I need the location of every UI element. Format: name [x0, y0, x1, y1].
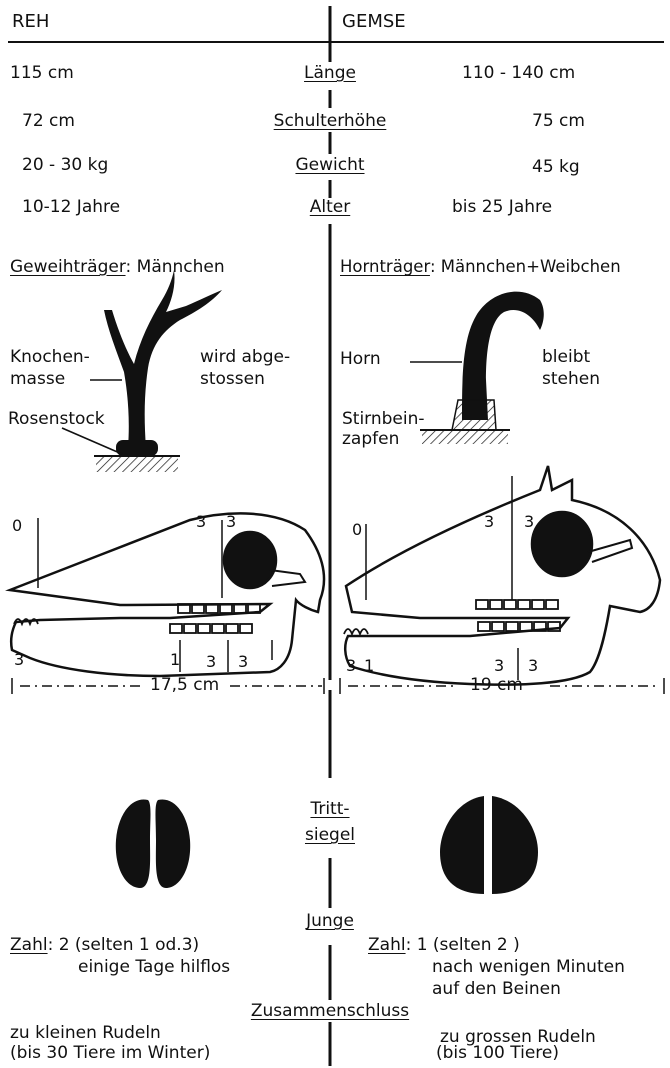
gemse-dental-incisor-top: 0 — [352, 520, 362, 539]
reh-dental-molar-top: 3 — [226, 512, 236, 531]
gemse-weight: 45 kg — [532, 158, 580, 178]
antler-shed-label-2: stossen — [200, 370, 265, 390]
reh-young-line2: einige Tage hilflos — [78, 958, 230, 978]
gemse-dental-premolar-top: 3 — [484, 512, 494, 531]
label-weight: Gewicht — [260, 156, 400, 176]
reh-dental-canine-bottom: 1 — [170, 650, 180, 669]
antler-pedicle-label: Rosenstock — [8, 410, 105, 430]
antler-bone-label-1: Knochen- — [10, 348, 90, 368]
gemse-track — [440, 796, 538, 894]
gemse-shoulder: 75 cm — [532, 112, 585, 132]
horn-core-label-2: zapfen — [342, 430, 399, 450]
gemse-dental-molar-bottom: 3 — [528, 656, 538, 675]
young-title: Junge — [290, 912, 370, 932]
reh-dental-premolar-top: 3 — [196, 512, 206, 531]
horn-label: Horn — [340, 350, 381, 370]
tracks-label-2: siegel — [295, 826, 365, 846]
reh-age: 10-12 Jahre — [22, 198, 120, 218]
gemse-young-line1: Zahl: 1 (selten 2 ) — [368, 936, 520, 956]
reh-social-line2: (bis 30 Tiere im Winter) — [10, 1044, 210, 1064]
label-length: Länge — [260, 64, 400, 84]
reh-young-line1: Zahl: 2 (selten 1 od.3) — [10, 936, 199, 956]
reh-dental-incisor-bottom: 3 — [14, 650, 24, 669]
label-age: Alter — [260, 198, 400, 218]
reh-skull-drawing — [10, 513, 324, 676]
header-reh: REH — [12, 12, 49, 33]
antler-bone-label-2: masse — [10, 370, 65, 390]
antler-shed-label-1: wird abge- — [200, 348, 290, 368]
social-title: Zusammenschluss — [228, 1002, 432, 1022]
reh-skull-length: 17,5 cm — [150, 676, 219, 696]
gemse-young-line2: nach wenigen Minuten — [432, 958, 625, 978]
horn-core-label-1: Stirnbein- — [342, 410, 425, 430]
horn-drawing — [410, 292, 544, 444]
gemse-dental-molar-top: 3 — [524, 512, 534, 531]
reh-dental-incisor-top: 0 — [12, 516, 22, 535]
horn-stays-label-1: bleibt — [542, 348, 590, 368]
gemse-age: bis 25 Jahre — [452, 198, 552, 218]
gemse-social-line2: (bis 100 Tiere) — [436, 1044, 559, 1064]
gemse-skull-drawing — [345, 466, 660, 685]
reh-shoulder: 72 cm — [22, 112, 75, 132]
gemse-dental-premolar-bottom: 3 — [494, 656, 504, 675]
label-shoulder: Schulterhöhe — [250, 112, 410, 132]
reh-track — [116, 799, 190, 888]
gemse-skull-length: 19 cm — [470, 676, 523, 696]
reh-length: 115 cm — [10, 64, 74, 84]
horn-stays-label-2: stehen — [542, 370, 600, 390]
gemse-dental-incisor-bottom: 3 — [346, 656, 356, 675]
gemse-young-line3: auf den Beinen — [432, 980, 561, 1000]
antler-title: Geweihträger: Männchen — [10, 258, 225, 278]
reh-dental-molar-bottom: 3 — [238, 652, 248, 671]
reh-weight: 20 - 30 kg — [22, 156, 108, 176]
header-gemse: GEMSE — [342, 12, 406, 33]
gemse-dental-canine-bottom: 1 — [364, 656, 374, 675]
antler-drawing — [62, 270, 222, 472]
tracks-label-1: Tritt- — [295, 800, 365, 820]
horn-title: Hornträger: Männchen+Weibchen — [340, 258, 621, 277]
gemse-length: 110 - 140 cm — [462, 64, 575, 84]
reh-social-line1: zu kleinen Rudeln — [10, 1024, 161, 1044]
reh-dental-premolar-bottom: 3 — [206, 652, 216, 671]
